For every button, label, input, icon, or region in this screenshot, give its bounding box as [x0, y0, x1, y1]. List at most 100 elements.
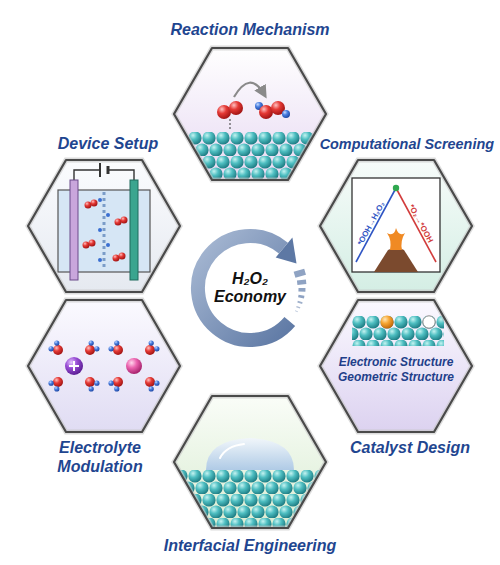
dopant-atom: [380, 315, 393, 328]
water-hydrogen: [54, 341, 59, 346]
plot-frame: [352, 178, 440, 272]
hexagon-outline: [174, 396, 326, 528]
hexagon-outline: [320, 160, 472, 292]
hexagon-fill: [28, 160, 180, 292]
water-hydrogen: [149, 341, 154, 346]
hexagon-fill: [320, 300, 472, 432]
water-hydrogen: [154, 381, 159, 386]
text-slot: Device Setup: [8, 134, 208, 153]
volcano-plot: [352, 178, 440, 272]
topic-hexagon: Interfacial Engineering: [174, 396, 326, 528]
water-hydrogen: [94, 381, 99, 386]
water-hydrogen: [114, 341, 119, 346]
hexagon-heading: Catalyst Design: [350, 438, 470, 457]
topic-hexagon: Device Setup: [28, 160, 180, 292]
hexagon-outline: [174, 48, 326, 180]
water-hydrogen: [54, 386, 59, 391]
topic-hexagon: Reaction Mechanism: [174, 48, 326, 180]
hexagon-fill: [28, 300, 180, 432]
catalyst-slab: [352, 316, 444, 346]
structure-note: Geometric Structure: [338, 370, 454, 385]
text-slot: Electrolyte Modulation: [45, 438, 155, 476]
volcano-axis-label: *O₂→*OOH: [406, 203, 434, 244]
gas-bubble: [85, 202, 92, 209]
interface-illustration: [174, 438, 326, 528]
water-oxygen: [53, 377, 63, 387]
electrode: [70, 180, 78, 280]
hexagon-border: [320, 300, 472, 432]
electrode: [130, 180, 138, 280]
cation: [65, 357, 83, 375]
plus-sign: [73, 361, 75, 371]
gas-bubble: [89, 240, 96, 247]
reaction-arrow: [234, 83, 264, 97]
ion-dot: [98, 198, 102, 202]
vacancy-site: [423, 316, 435, 328]
topic-hexagon: Catalyst DesignElectronic StructureGeome…: [320, 300, 472, 432]
gas-bubble: [115, 219, 122, 226]
oxygen-atom: [229, 101, 243, 115]
cycle-arrowhead: [276, 237, 297, 263]
hexagon-shadow: [174, 48, 326, 180]
text-slot: Interfacial Engineering: [114, 536, 386, 555]
cycle-dash: [296, 307, 301, 308]
ion-clusters: [49, 341, 160, 392]
gas-bubble: [91, 200, 98, 207]
hexagon-fill: [174, 396, 326, 528]
apex-dot: [393, 185, 399, 191]
cycle-dash: [298, 295, 305, 298]
water-hydrogen: [154, 346, 159, 351]
cycle-arrow: [198, 236, 302, 340]
droplet-dome: [206, 438, 294, 470]
gas-bubble: [121, 217, 128, 224]
water-oxygen: [53, 345, 63, 355]
catalyst-surface: [352, 315, 444, 346]
topic-hexagon: Computational Screening: [320, 160, 472, 292]
hexagon-heading: Computational Screening: [320, 136, 494, 153]
text-slot: Electronic Structure: [326, 352, 466, 370]
hexagon-border: [174, 396, 326, 528]
hexagon-heading: Reaction Mechanism: [170, 20, 329, 39]
ion-dot: [98, 258, 102, 262]
cell-illustration: [58, 163, 150, 280]
water-hydrogen: [49, 381, 54, 386]
water-hydrogen: [109, 346, 114, 351]
hexagon-shadow: [28, 300, 180, 432]
water-hydrogen: [114, 386, 119, 391]
gas-bubble: [83, 242, 90, 249]
water-hydrogen: [89, 386, 94, 391]
topic-hexagon: Electrolyte Modulation: [28, 300, 180, 432]
hexagon-heading: Device Setup: [58, 134, 158, 153]
droplet-sheen: [220, 444, 244, 458]
volcano-icon: [374, 248, 418, 273]
hexagon-shadow: [320, 300, 472, 432]
hexagon-shadow: [174, 396, 326, 528]
water-oxygen: [85, 345, 95, 355]
oxygen-atom: [259, 105, 273, 119]
wire: [108, 170, 134, 180]
hexagon-border: [174, 48, 326, 180]
hexagon-heading: Interfacial Engineering: [164, 536, 336, 555]
ion-dot: [98, 228, 102, 232]
center-title: H₂O₂ Economy: [208, 270, 292, 307]
structure-note: Electronic Structure: [339, 355, 454, 370]
water-hydrogen: [109, 381, 114, 386]
hexagon-shadow: [320, 160, 472, 292]
hexagon-fill: [174, 48, 326, 180]
center-hub: H₂O₂ Economy: [208, 270, 292, 307]
hexagon-outline: [28, 300, 180, 432]
text-slot: Geometric Structure: [326, 367, 466, 385]
hexagon-border: [28, 300, 180, 432]
gas-bubble: [113, 255, 120, 262]
gas-bubble: [119, 253, 126, 260]
cycle-dash: [295, 309, 298, 313]
volcano-axis-label: *OOH→H₂O₂: [356, 200, 387, 247]
water-oxygen: [113, 345, 123, 355]
cycle-dash: [298, 288, 305, 292]
water-hydrogen: [94, 346, 99, 351]
ion-dot: [106, 243, 110, 247]
cation: [126, 358, 142, 374]
text-slot: Reaction Mechanism: [114, 20, 386, 39]
battery-symbol: [99, 163, 101, 177]
